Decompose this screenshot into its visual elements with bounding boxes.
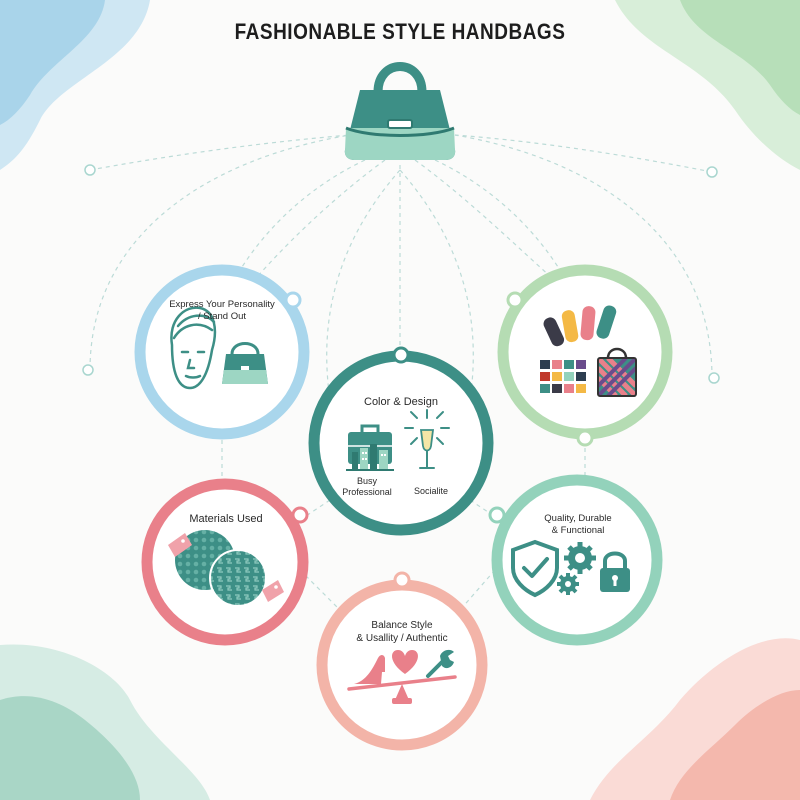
- connector-dot: [82, 364, 94, 376]
- lock-icon: [600, 551, 630, 592]
- corner-decoration-top-left: [0, 0, 150, 170]
- tag-icon: [168, 533, 284, 602]
- busy-professional-line2: Professional: [342, 487, 392, 498]
- face-icon: [170, 306, 217, 390]
- node-balance: [316, 571, 488, 751]
- color-design-label: Color & Design: [364, 396, 438, 408]
- balance-label: Balance Style & Usallity / Authentic: [342, 620, 462, 645]
- briefcase-city-icon: [346, 424, 394, 471]
- quality-label-line2: & Functional: [551, 524, 605, 536]
- node-palette: [497, 264, 673, 447]
- corner-decoration-bottom-left: [0, 644, 210, 800]
- color-swatch-fan-icon: [543, 305, 617, 347]
- node-color-design: [308, 346, 494, 536]
- connector-dot: [708, 372, 720, 384]
- corner-decoration-top-right: [615, 0, 800, 170]
- busy-professional-label: Busy Professional: [334, 476, 400, 499]
- corner-decoration-bottom-right: [590, 638, 800, 800]
- connector-dot: [706, 166, 718, 178]
- shield-check-icon: [511, 539, 559, 598]
- materials-label: Materials Used: [189, 513, 263, 525]
- socialite-label: Socialite: [413, 486, 449, 496]
- champagne-icon: [404, 409, 450, 469]
- seesaw-icon: [347, 675, 457, 704]
- handbag-hero-icon: [344, 62, 456, 160]
- busy-professional-line1: Busy: [356, 476, 377, 486]
- patterned-bag-icon: [597, 347, 637, 397]
- node-quality: [488, 474, 663, 646]
- heart-icon: [392, 650, 418, 674]
- node-materials: [141, 478, 309, 646]
- node-personality: [134, 264, 310, 440]
- personality-label-line2: / Stand Out: [197, 310, 247, 322]
- page-title: FASHIONABLE STYLE HANDBAGS: [234, 20, 566, 45]
- connector-dot: [84, 164, 96, 176]
- quality-label: Quality, Durable & Functional: [522, 513, 634, 537]
- wrench-icon: [426, 649, 454, 678]
- personality-label-line1: Express Your Personality: [169, 299, 275, 310]
- high-heel-icon: [354, 655, 385, 684]
- color-grid-icon: [540, 360, 586, 393]
- personality-label: Express Your Personality / Stand Out: [160, 299, 284, 323]
- quality-label-line1: Quality, Durable: [544, 513, 612, 524]
- balance-label-line1: Balance Style: [371, 620, 433, 631]
- gears-icon: [557, 542, 596, 595]
- balance-label-line2: & Usallity / Authentic: [356, 632, 448, 644]
- handbag-icon: [222, 342, 268, 384]
